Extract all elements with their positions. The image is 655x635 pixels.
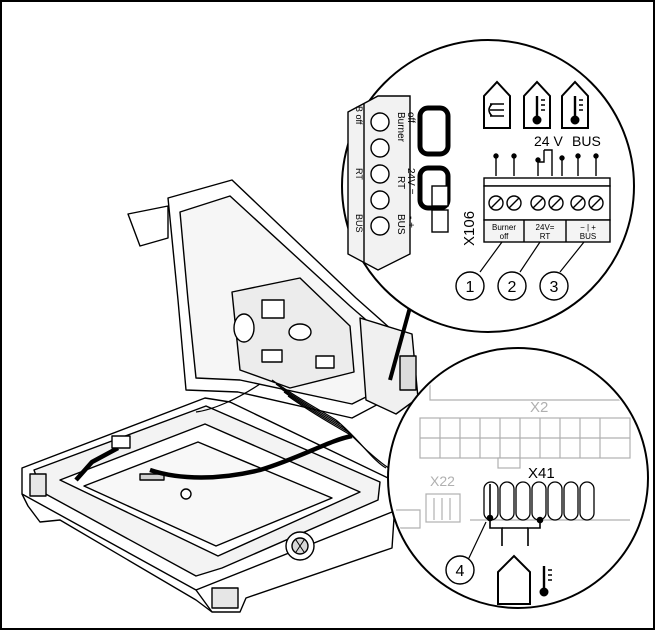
terminal-plug: [347, 95, 451, 271]
plug-screw-5: [370, 216, 390, 236]
callout-2: 2: [508, 279, 517, 296]
connector-id-label: X106: [461, 211, 478, 246]
wire-harness: [195, 379, 393, 471]
plug-slot-2: [431, 185, 449, 207]
outdoor-sensor-icon: [497, 554, 552, 605]
plug-screw-1: [370, 112, 390, 132]
top-detail-circle: B off RT BUS Burner off RT 24V = BUS - +: [341, 39, 635, 333]
right-latch: [399, 355, 417, 391]
terminal-labels: Burner off 24V= RT − | + BUS: [492, 223, 596, 241]
cable-left: [74, 446, 120, 482]
terminal-label-bus-2: BUS: [580, 232, 596, 241]
jumper-burner-off: [417, 105, 451, 157]
plug-label-rt-1: RT: [395, 176, 406, 189]
terminal-label-rt-1: 24V=: [536, 223, 555, 232]
callout-leaders: [479, 241, 585, 273]
callout-4-leader: [467, 521, 487, 561]
bus-thermostat-icon: [561, 80, 589, 129]
thermostat-sensor-icon: [483, 80, 511, 129]
house-icons: [483, 80, 589, 129]
bottom-detail-border: [387, 347, 649, 609]
callout-2-circle: [497, 271, 527, 301]
plug-screw-3: [370, 164, 390, 184]
plug-label-rt: RT: [354, 168, 364, 180]
x41-connector: [483, 481, 595, 521]
base-latch-left: [29, 473, 47, 497]
terminal-label-dividers: [523, 220, 567, 242]
callout-3: 3: [550, 279, 559, 296]
x41-pin-2: [499, 481, 515, 521]
plug-label-burner-2: off: [405, 112, 416, 123]
x2-connector: [419, 417, 631, 469]
x41-pin-7: [579, 481, 595, 521]
plug-label-bus-1: BUS: [395, 214, 406, 235]
base-slot: [139, 473, 165, 481]
plug-labels: B off RT BUS Burner off RT 24V = BUS - +: [354, 106, 416, 235]
pcb-coil: [233, 313, 255, 343]
callout-3-circle: [539, 271, 569, 301]
pcb-connector-block: [315, 355, 335, 369]
x2-label: X2: [530, 399, 548, 416]
base-screw-hole: [180, 488, 192, 500]
plug-label-bus-2: - +: [405, 216, 416, 228]
pcb-capacitor: [288, 323, 312, 341]
x22-connector: [425, 493, 461, 523]
plug-screw-2: [370, 138, 390, 158]
board-edge-left: [396, 509, 421, 529]
plug-label-rt-2: 24V =: [405, 168, 416, 195]
x41-pin-3: [515, 481, 531, 521]
terminal-label-burner-2: off: [500, 232, 510, 241]
x41-pin-4: [531, 481, 547, 521]
terminal-label-rt-2: RT: [540, 232, 551, 241]
terminal-block-x106: [483, 177, 611, 243]
callout-4: 4: [456, 563, 465, 580]
connector-cable-up: [388, 299, 414, 381]
terminal-label-burner-1: Burner: [492, 223, 516, 232]
plug-label-bus: BUS: [354, 214, 364, 233]
main-cable: [149, 433, 353, 480]
voltage-label: 24 V: [534, 133, 563, 149]
x41-pin-5: [547, 481, 563, 521]
bottom-detail-circle: X2 X22 X41: [387, 347, 649, 609]
terminal-label-strip: [483, 219, 611, 243]
cable-plug: [111, 435, 131, 449]
terminal-top-rail: [483, 177, 611, 187]
plug-label-b-off: B off: [354, 106, 364, 125]
pcb-relay: [261, 349, 283, 363]
x41-pin-6: [563, 481, 579, 521]
plug-screw-4: [370, 190, 390, 210]
x41-pin-1: [483, 481, 499, 521]
terminal-label-bus-polarity: − | +: [580, 223, 596, 232]
room-thermostat-icon: [523, 80, 551, 129]
plug-label-burner-1: Burner: [395, 112, 406, 143]
plug-slot-1: [431, 209, 449, 233]
base-panel: [83, 441, 333, 547]
callouts-top: 1 2 3: [455, 271, 569, 301]
control-box-illustration: [21, 179, 419, 613]
plug-screws: [370, 112, 390, 236]
grommet-cross: [295, 539, 305, 553]
callout-4-circle: [445, 555, 475, 585]
pcb-transformer: [261, 299, 285, 319]
callout-1: 1: [466, 279, 475, 296]
base-latch-front: [211, 587, 239, 609]
lid-side-tab: [127, 205, 169, 247]
x22-label: X22: [430, 473, 455, 489]
terminal-wires: [493, 149, 599, 176]
terminal-screws: [488, 195, 604, 211]
callout-1-circle: [455, 271, 485, 301]
bus-label: BUS: [572, 133, 601, 149]
x41-label: X41: [528, 465, 555, 482]
outdoor-sensor-wires: [486, 484, 544, 546]
